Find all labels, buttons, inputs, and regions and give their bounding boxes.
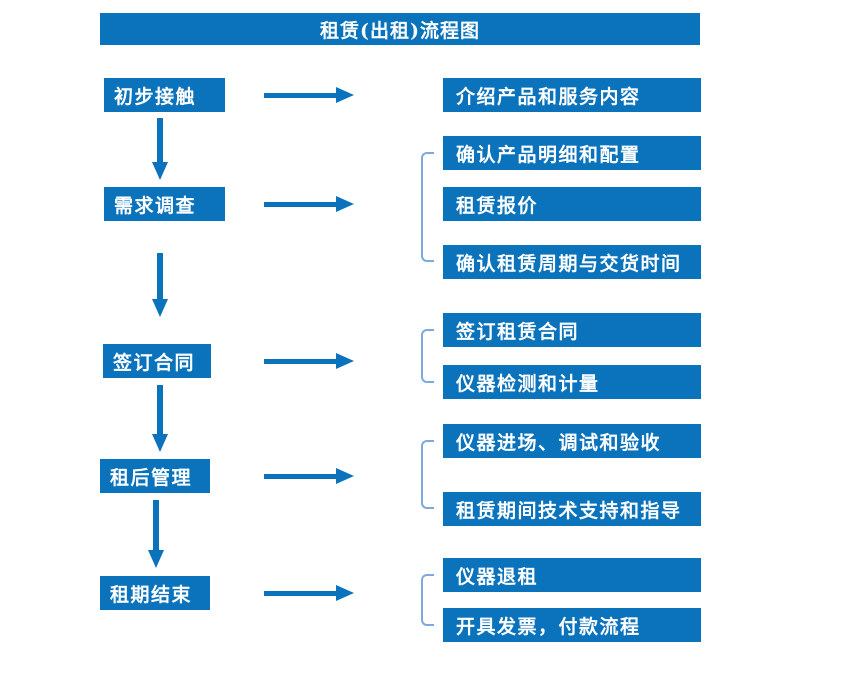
down-arrow-icon	[152, 253, 168, 317]
substep-sign-rental-contract: 签订租赁合同	[443, 313, 701, 347]
substep-confirm-product-details: 确认产品明细和配置	[443, 136, 701, 170]
step-post-rental-management: 租后管理	[100, 459, 210, 493]
right-arrow-icon	[264, 468, 354, 484]
step-initial-contact: 初步接触	[104, 78, 225, 112]
step-lease-end: 租期结束	[100, 576, 210, 610]
right-arrow-icon	[264, 353, 354, 369]
substep-introduce-products: 介绍产品和服务内容	[443, 78, 701, 112]
group-bracket	[421, 440, 434, 509]
substep-instrument-test-metering: 仪器检测和计量	[443, 365, 701, 399]
down-arrow-icon	[152, 118, 168, 180]
group-bracket	[421, 152, 434, 262]
down-arrow-icon	[152, 385, 168, 452]
substep-tech-support-guidance: 租赁期间技术支持和指导	[443, 492, 701, 526]
step-sign-contract: 签订合同	[103, 344, 211, 378]
substep-invoice-payment: 开具发票，付款流程	[443, 608, 701, 642]
group-bracket	[421, 329, 434, 383]
substep-rental-quotation: 租赁报价	[443, 187, 701, 221]
right-arrow-icon	[264, 585, 354, 601]
substep-confirm-period-delivery: 确认租赁周期与交货时间	[443, 245, 701, 279]
right-arrow-icon	[264, 87, 354, 103]
down-arrow-icon	[148, 500, 164, 568]
right-arrow-icon	[264, 196, 354, 212]
substep-instrument-return: 仪器退租	[443, 558, 701, 592]
substep-instrument-setup-acceptance: 仪器进场、调试和验收	[443, 424, 701, 458]
group-bracket	[421, 574, 434, 626]
step-demand-survey: 需求调查	[104, 187, 225, 221]
flowchart-title: 租赁(出租)流程图	[100, 13, 700, 45]
